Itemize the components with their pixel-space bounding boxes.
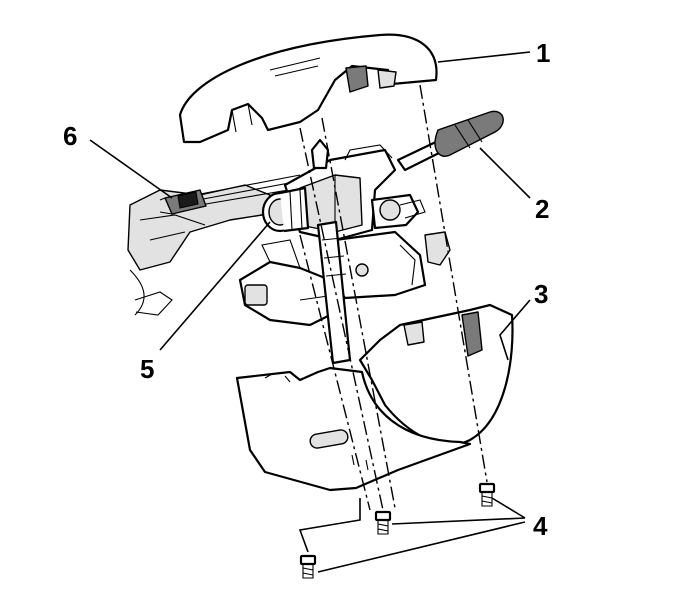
callout-2: 2 [535,194,549,224]
leader-lines [89,51,531,573]
callout-labels: 1 2 3 4 5 6 [63,38,550,541]
callout-3: 3 [534,279,548,309]
alignment-lines [299,84,488,511]
screw-middle [374,510,392,535]
part-1-upper-shroud [178,33,438,144]
callout-4: 4 [533,511,548,541]
screw-lower-left [299,554,317,579]
part-6-connector [159,189,207,215]
part-5-lock-cylinder [261,186,310,233]
part-2-turn-signal-lever [396,110,504,172]
part-4-screws [299,482,496,579]
screw-upper-right [478,482,496,507]
steering-column-assembly [127,138,451,365]
callout-6: 6 [63,121,77,151]
part-3-lower-shroud [235,303,514,492]
callout-1: 1 [536,38,550,68]
callout-5: 5 [140,354,154,384]
